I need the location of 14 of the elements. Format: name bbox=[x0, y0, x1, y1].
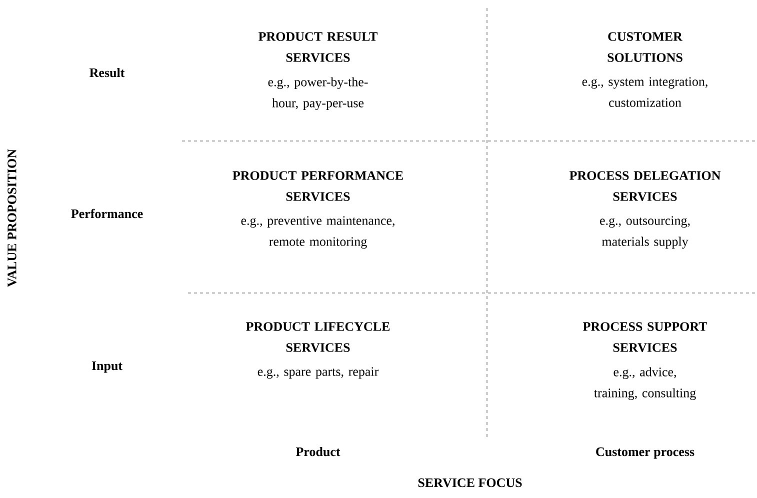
quadrant-heading: CUSTOMER SOLUTIONS bbox=[608, 32, 683, 62]
quadrant-description: e.g., system integration, customization bbox=[582, 77, 708, 107]
row-label: Performance bbox=[71, 208, 143, 218]
quadrant-description: e.g., spare parts, repair bbox=[258, 367, 379, 379]
axis-title: SERVICE FOCUS bbox=[418, 478, 522, 488]
column-label: Customer process bbox=[596, 447, 694, 459]
quadrant-description: e.g., advice, training, consulting bbox=[594, 367, 696, 400]
quadrant-description: e.g., power-by-the-hour, pay-per-use bbox=[268, 77, 368, 110]
column-label: Product bbox=[296, 446, 340, 456]
quadrant-description: e.g., preventive maintenance, remote monitoring bbox=[241, 216, 394, 249]
row-label: Input bbox=[92, 361, 122, 373]
quadrant-description: e.g., outsourcing, materials supply bbox=[600, 216, 690, 249]
row-label: Result bbox=[90, 68, 125, 78]
axis-title: VALUE PROPOSITION bbox=[8, 149, 16, 287]
